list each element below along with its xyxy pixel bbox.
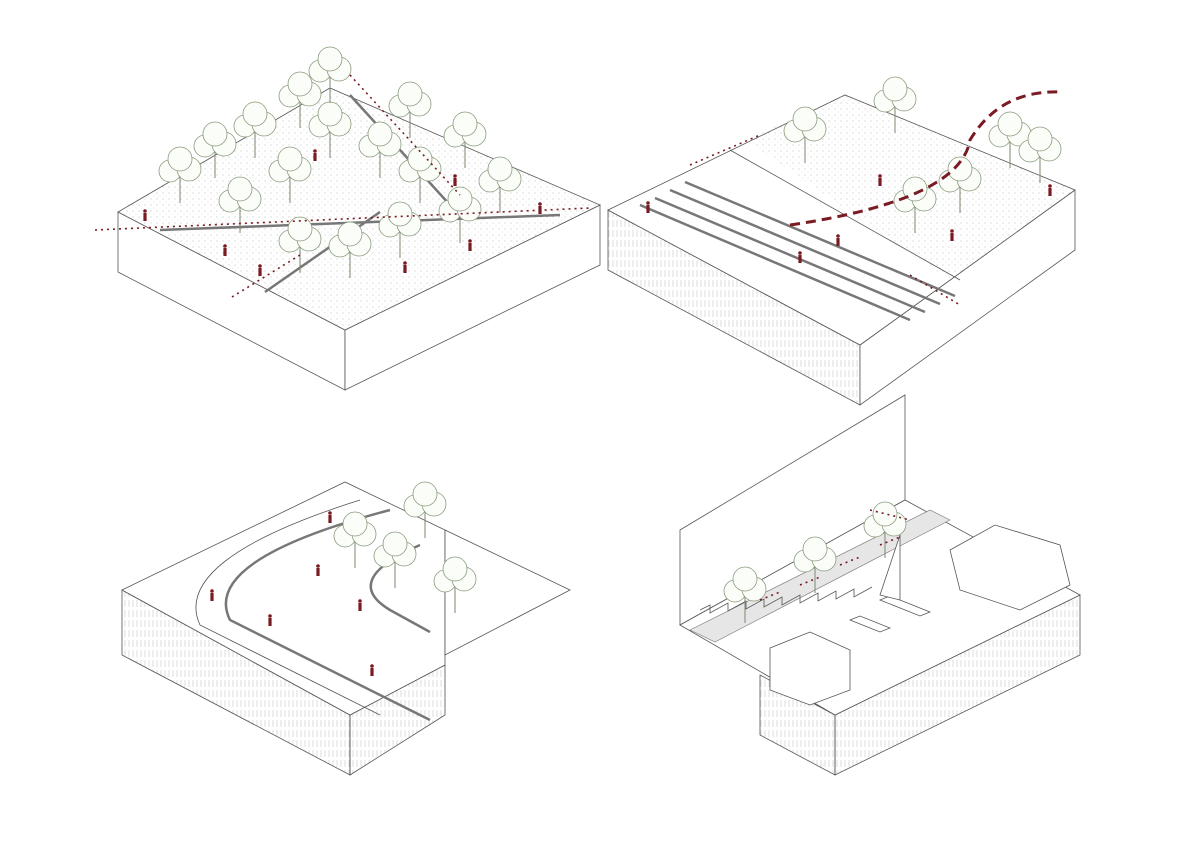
dotted-arrow-icon (789, 90, 1061, 227)
building (769, 631, 851, 706)
boat-icon (848, 534, 932, 633)
panel-forest-park (94, 46, 601, 391)
panel-curved-promenade (121, 481, 571, 776)
dotted-arrow-icon (94, 74, 591, 298)
panel-waterfront-steps (607, 76, 1076, 406)
panel-harbour-quay (679, 394, 1081, 776)
